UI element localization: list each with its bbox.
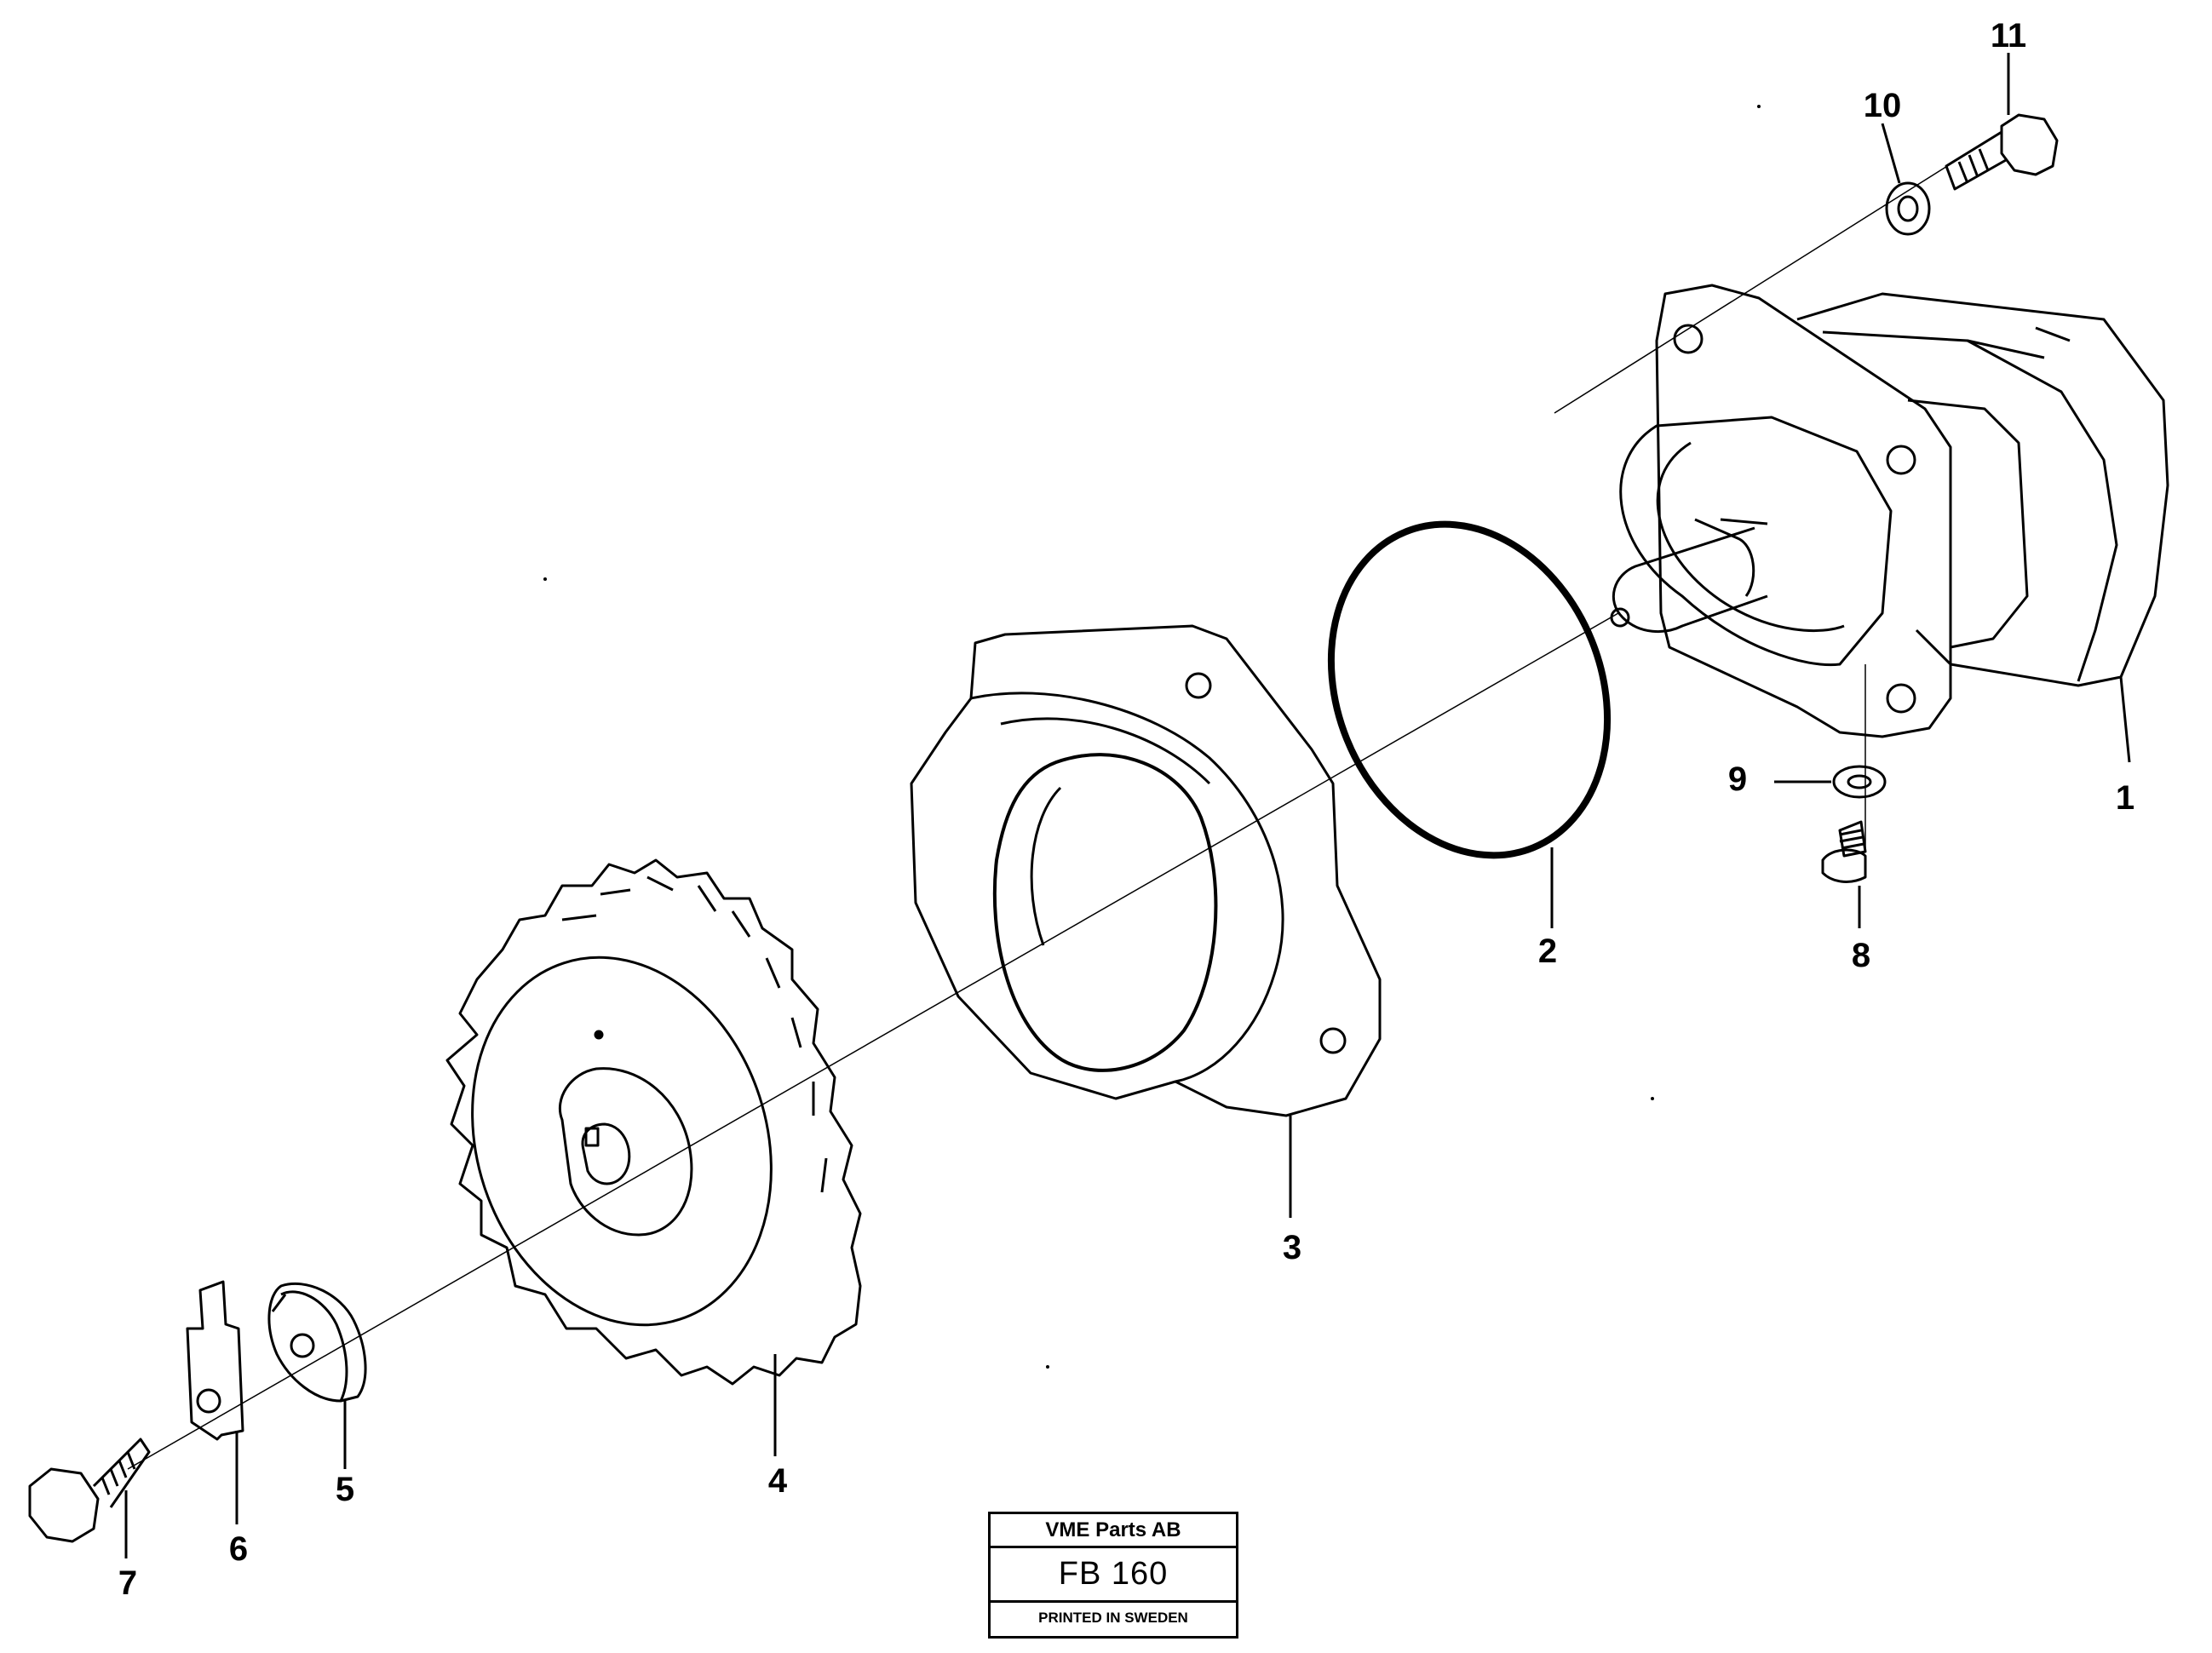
plug-part-8 [1821, 820, 1867, 883]
washer-part-5 [267, 1282, 367, 1403]
sealing-washer-part-9 [1832, 765, 1887, 799]
cover-part-3 [910, 624, 1382, 1117]
pump-housing-part-1 [1610, 284, 2169, 738]
bolt-part-11 [1945, 113, 2059, 191]
callout-9: 9 [1728, 760, 1747, 798]
callout-1: 1 [2116, 779, 2134, 817]
callout-numbers: 1 2 3 4 5 6 7 8 9 10 11 [118, 17, 2134, 1602]
title-block-company: VME Parts AB [991, 1514, 1236, 1548]
callout-2: 2 [1538, 933, 1557, 970]
callout-8: 8 [1852, 937, 1870, 974]
print-specks [543, 105, 1761, 1369]
o-ring-part-2 [1327, 520, 1612, 859]
callout-7: 7 [118, 1564, 137, 1602]
callout-4: 4 [768, 1462, 788, 1500]
callout-11: 11 [1991, 17, 2026, 55]
bolt-part-7 [28, 1438, 151, 1543]
callout-3: 3 [1283, 1229, 1301, 1266]
leader-lines [124, 53, 2131, 1558]
callout-10: 10 [1864, 87, 1902, 124]
gear-part-4 [445, 858, 862, 1386]
assembly-axis-lines [127, 152, 1968, 1470]
callout-5: 5 [336, 1471, 354, 1508]
title-block: VME Parts AB FB 160 PRINTED IN SWEDEN [988, 1512, 1238, 1639]
title-block-code: FB 160 [991, 1548, 1236, 1603]
lock-plate-part-6 [186, 1280, 244, 1441]
title-block-printed: PRINTED IN SWEDEN [1038, 1610, 1188, 1626]
washer-part-10 [1885, 181, 1931, 236]
callout-6: 6 [229, 1530, 248, 1568]
